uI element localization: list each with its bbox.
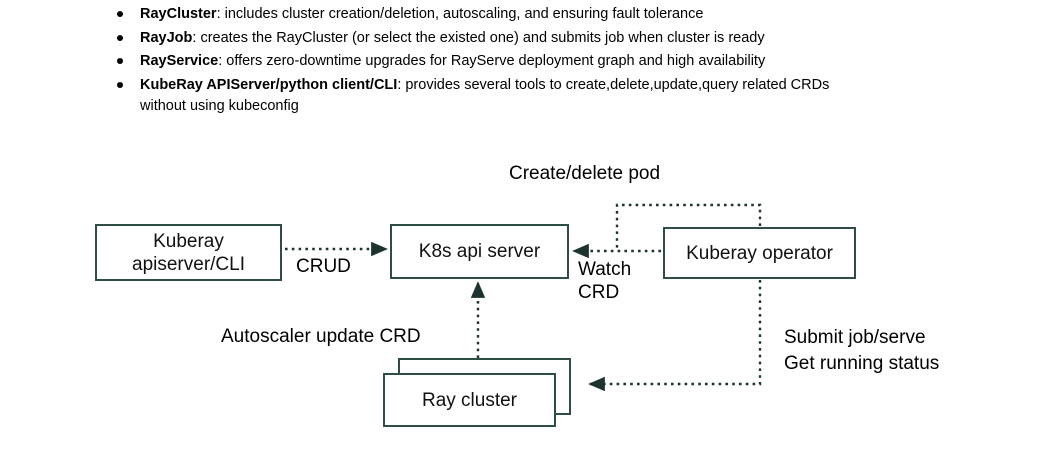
bullet-dot-icon	[117, 81, 123, 88]
edge-label-crud: CRUD	[296, 256, 351, 277]
node-kuberay-apiserver-cli[interactable]: Kuberay apiserver/CLI	[95, 224, 282, 281]
edge-create-delete-pod	[615, 203, 762, 249]
bullet-term: RayService	[140, 53, 219, 69]
edge-label-create-delete-pod: Create/delete pod	[509, 163, 661, 184]
list-item: RayJob: creates the RayCluster (or selec…	[108, 28, 928, 49]
list-item: RayCluster: includes cluster creation/de…	[108, 4, 928, 25]
node-ray-cluster-label: Ray cluster	[421, 389, 518, 411]
node-kuberay-operator-label: Kuberay operator	[686, 242, 833, 264]
list-item: KubeRay APIServer/python client/CLI: pro…	[108, 75, 928, 117]
bullet-description: : offers zero-downtime upgrades for RayS…	[218, 53, 766, 69]
edge-label-get-running-status: Get running status	[784, 353, 940, 374]
edge-label-submit-job-serve: Submit job/serve	[784, 327, 926, 348]
bullet-term: KubeRay APIServer/python client/CLI	[140, 76, 398, 93]
bullet-dot-icon	[117, 11, 123, 17]
node-kuberay-operator[interactable]: Kuberay operator	[663, 227, 856, 279]
edge-label-autoscaler-update-crd: Autoscaler update CRD	[221, 326, 421, 347]
node-k8s-api-server[interactable]: K8s api server	[390, 224, 569, 279]
edge-label-watch-crd-line2: CRD	[578, 282, 620, 303]
bullet-term: RayCluster	[140, 6, 217, 22]
bullet-description: : creates the RayCluster (or select the …	[192, 29, 765, 46]
node-kuberay-apiserver-line2: apiserver/CLI	[132, 253, 245, 275]
bullet-term: RayJob	[140, 29, 193, 46]
feature-bullet-list: RayCluster: includes cluster creation/de…	[108, 4, 928, 119]
node-ray-cluster[interactable]: Ray cluster	[383, 373, 556, 427]
bullet-description: : includes cluster creation/deletion, au…	[216, 6, 704, 22]
edge-label-watch-crd-line1: Watch	[578, 259, 632, 280]
bullet-dot-icon	[117, 58, 123, 64]
node-k8s-api-server-label: K8s api server	[418, 241, 541, 262]
node-kuberay-apiserver-line1: Kuberay	[153, 230, 224, 252]
bullet-description: : provides several tools to create,delet…	[397, 76, 830, 93]
edge-submit-job	[588, 280, 762, 392]
list-item: RayService: offers zero-downtime upgrade…	[108, 51, 928, 72]
bullet-dot-icon	[117, 34, 123, 41]
bullet-continuation: without using kubeconfig	[140, 97, 299, 114]
